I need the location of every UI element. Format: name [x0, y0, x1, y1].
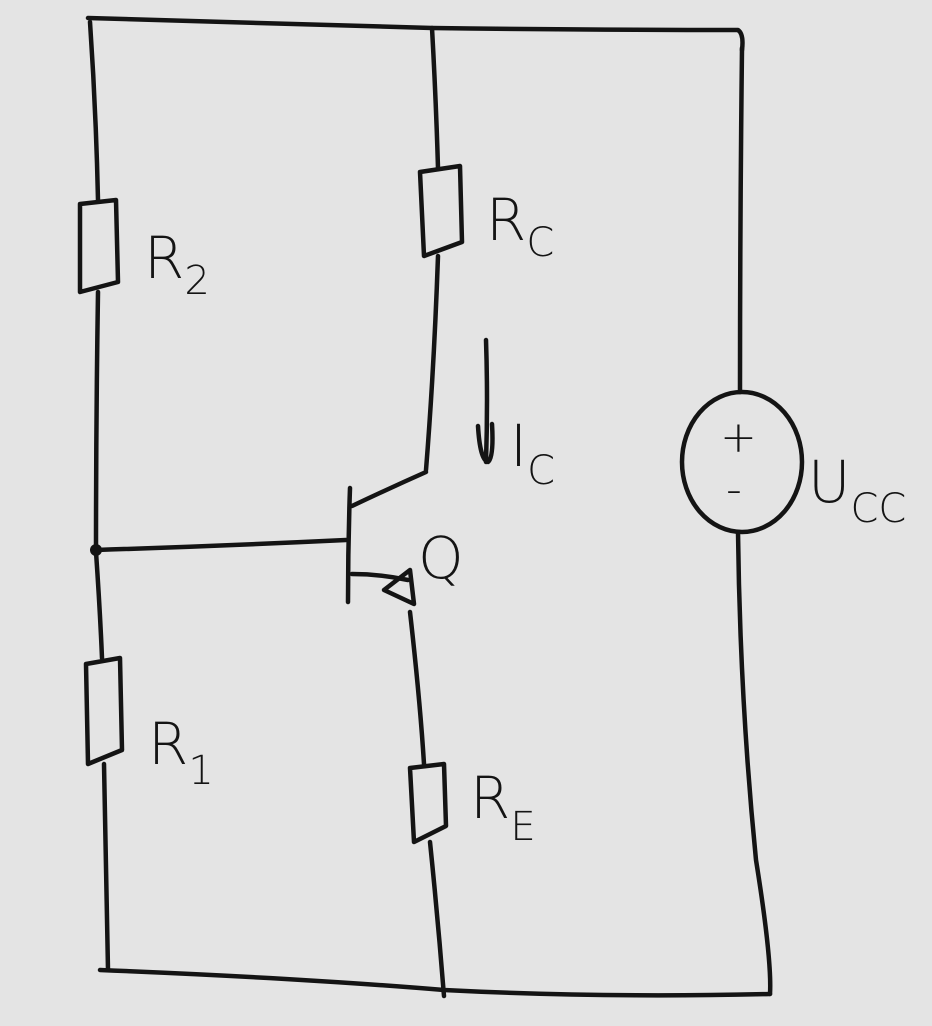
wire-left-mid — [93, 289, 101, 551]
wire-emitter — [407, 609, 427, 767]
wire-supply-top — [737, 45, 745, 395]
voltage-source-circle — [679, 389, 805, 535]
wire-top-rail — [85, 15, 745, 53]
transistor-collector-lead — [349, 469, 429, 509]
label-q: Q — [418, 524, 464, 592]
emitter-arrow-icon — [381, 567, 417, 607]
wire-left-lower — [93, 549, 105, 661]
wire-left-top — [87, 19, 101, 203]
resistor-rc — [417, 163, 465, 259]
wire-bottom-rail — [97, 967, 773, 998]
wire-re-bottom — [427, 839, 447, 999]
label-r1: R1 — [148, 710, 214, 794]
minus-sign: - — [726, 464, 742, 515]
label-ic: IC — [510, 412, 555, 494]
wire-left-bottom — [101, 761, 111, 973]
resistor-r2 — [77, 197, 121, 295]
wire-base — [93, 537, 349, 553]
label-ucc: UCC — [808, 448, 906, 532]
wire-rc-top — [429, 25, 441, 171]
label-r2: R2 — [144, 224, 210, 304]
label-rc: RC — [486, 186, 554, 266]
transistor-emitter-lead — [349, 571, 411, 583]
wire-supply-bottom — [735, 529, 773, 997]
resistor-r1 — [83, 655, 125, 767]
wire-collector — [423, 253, 441, 473]
plus-sign: + — [720, 412, 757, 463]
transistor-q — [345, 469, 429, 607]
transistor-base-bar — [345, 485, 353, 605]
label-re: RE — [470, 764, 536, 850]
current-arrow-icon — [475, 337, 495, 465]
resistor-re — [407, 761, 449, 845]
